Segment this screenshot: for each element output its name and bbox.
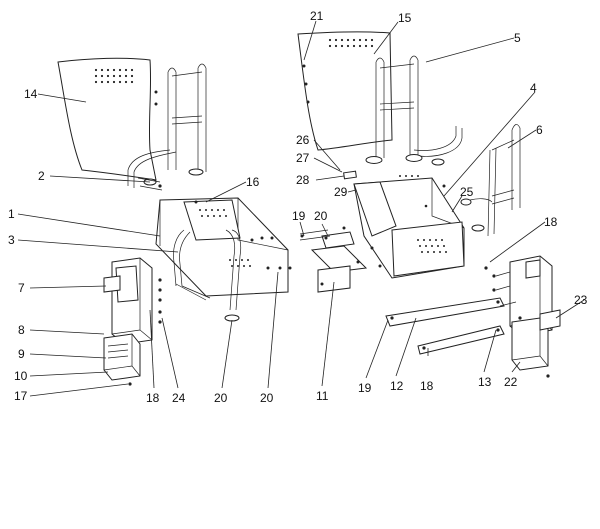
callout-16: 16: [246, 175, 260, 189]
part-29-right-base-box: [343, 170, 465, 279]
callout-25: 25: [460, 185, 474, 199]
callout-6: 6: [536, 123, 543, 137]
callout-7: 7: [18, 281, 25, 295]
leader-lines: [17, 20, 585, 397]
part-2-left-handrail: [127, 63, 207, 191]
part-22-right-step-assembly: [484, 255, 561, 378]
callout-4: 4: [530, 81, 537, 95]
callout-21: 21: [310, 9, 324, 23]
callout-22: 22: [504, 375, 518, 389]
callout-1: 1: [8, 207, 15, 221]
callout-8: 8: [18, 323, 25, 337]
callout-14: 14: [24, 87, 38, 101]
callout-13: 13: [478, 375, 492, 389]
callout-23: 23: [574, 293, 588, 307]
callout-15: 15: [398, 11, 412, 25]
callout-18-bottom: 18: [420, 379, 434, 393]
callout-24: 24: [172, 391, 186, 405]
part-12-right-support-bar: [385, 297, 505, 355]
callout-9: 9: [18, 347, 25, 361]
callout-18-right: 18: [544, 215, 558, 229]
callout-5: 5: [514, 31, 521, 45]
callout-27: 27: [296, 151, 310, 165]
part-6-right-handrail: [460, 124, 521, 237]
part-5-rear-handrail: [365, 55, 463, 166]
part-1-left-base-box: [155, 197, 292, 322]
callout-3: 3: [8, 233, 15, 247]
callout-28: 28: [296, 173, 310, 187]
callout-29: 29: [334, 185, 348, 199]
callout-11: 11: [316, 389, 329, 403]
callout-12: 12: [390, 379, 404, 393]
part-7-left-step-assembly: [103, 257, 162, 386]
callout-10: 10: [14, 369, 28, 383]
callout-20-top: 20: [314, 209, 328, 223]
part-11-center-bracket: [299, 226, 368, 293]
callout-18-left: 18: [146, 391, 160, 405]
callout-20-bottom: 20: [214, 391, 228, 405]
callout-26: 26: [296, 133, 310, 147]
callout-19-bottom: 19: [358, 381, 372, 395]
callout-labels: 14 2 21 15 5 4 6 26 27 28 29 25 16 1 3 1…: [8, 9, 588, 405]
callout-20-middle: 20: [260, 391, 274, 405]
panel-14-vent-holes: [94, 68, 134, 84]
callout-19-top: 19: [292, 209, 306, 223]
callout-2: 2: [38, 169, 45, 183]
callout-17: 17: [14, 389, 28, 403]
part-14-left-side-panel: [57, 57, 157, 181]
part-15-rear-panel: [297, 31, 393, 151]
